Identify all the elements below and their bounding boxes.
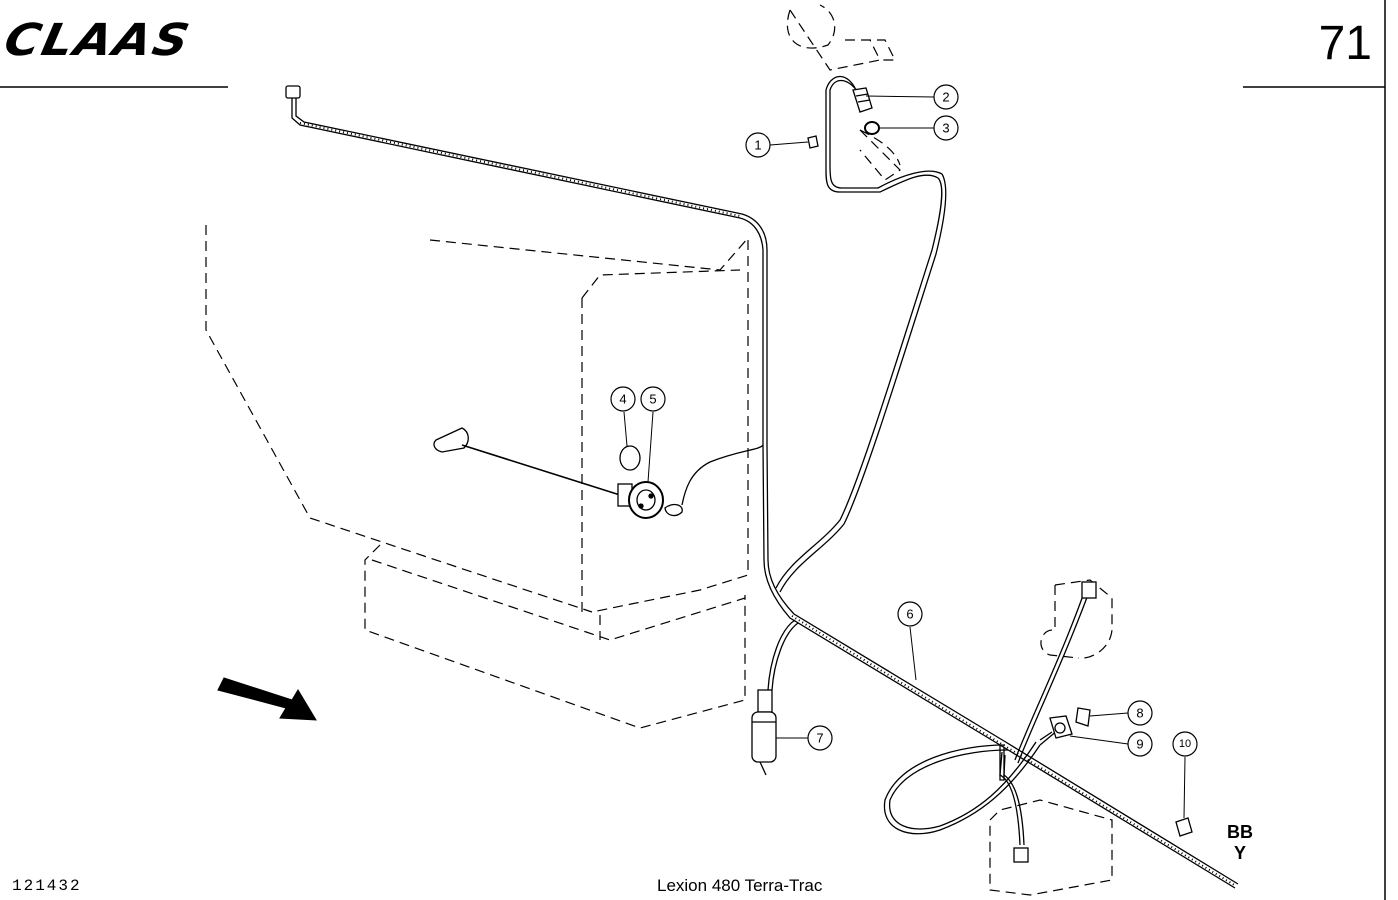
- callout-circle-7: [807, 725, 833, 751]
- callout-label-2: 2: [942, 90, 949, 105]
- fuel-tank-outline: [205, 225, 749, 729]
- model-name: Lexion 480 Terra-Trac: [657, 876, 823, 895]
- lower-bracket-outline: [989, 579, 1113, 896]
- o-ring: [619, 445, 641, 471]
- callout-circle-1: [745, 132, 771, 158]
- callout-circle-2: [933, 84, 959, 110]
- callout-circle-10: [1172, 731, 1198, 757]
- reference-label: BB Y: [1222, 822, 1258, 864]
- cable-clip: [1175, 817, 1193, 837]
- upper-sensor-parts: [807, 87, 880, 149]
- callout-circle-3: [933, 115, 959, 141]
- callout-label-8: 8: [1136, 706, 1143, 721]
- harness-texture: [299, 122, 1237, 887]
- fuel-sender: [433, 427, 683, 519]
- callout-label-6: 6: [906, 607, 913, 622]
- callout-label-9: 9: [1136, 737, 1143, 752]
- callout-label-4: 4: [619, 392, 626, 407]
- callout-label-1: 1: [754, 138, 761, 153]
- leader-lines: [623, 95, 1186, 819]
- callout-circle-5: [640, 386, 666, 412]
- callout-circle-9: [1127, 731, 1153, 757]
- callout-circles: [610, 84, 1198, 757]
- callout-label-3: 3: [942, 121, 949, 136]
- wiring-harness: [291, 75, 1239, 889]
- upper-bracket-outline: [786, 4, 901, 181]
- harness-end-connector: [285, 85, 301, 99]
- callout-circle-4: [610, 386, 636, 412]
- page-number: 71: [1318, 17, 1372, 70]
- switch-parts: [1039, 707, 1091, 741]
- callout-circle-6: [897, 601, 923, 627]
- bracket-connector: [1081, 581, 1097, 599]
- callout-label-5: 5: [649, 392, 656, 407]
- reference-line-2: Y: [1233, 843, 1246, 863]
- callout-label-10: 10: [1179, 738, 1191, 750]
- reference-line-1: BB: [1227, 822, 1253, 842]
- cylinder-sensor: [751, 689, 777, 776]
- drawing-number: 121432: [12, 877, 82, 895]
- lower-connector: [1013, 847, 1029, 863]
- callout-label-7: 7: [816, 731, 823, 746]
- brand-logo: CLAAS: [0, 14, 196, 66]
- callout-circle-8: [1127, 700, 1153, 726]
- direction-arrow: [217, 677, 317, 721]
